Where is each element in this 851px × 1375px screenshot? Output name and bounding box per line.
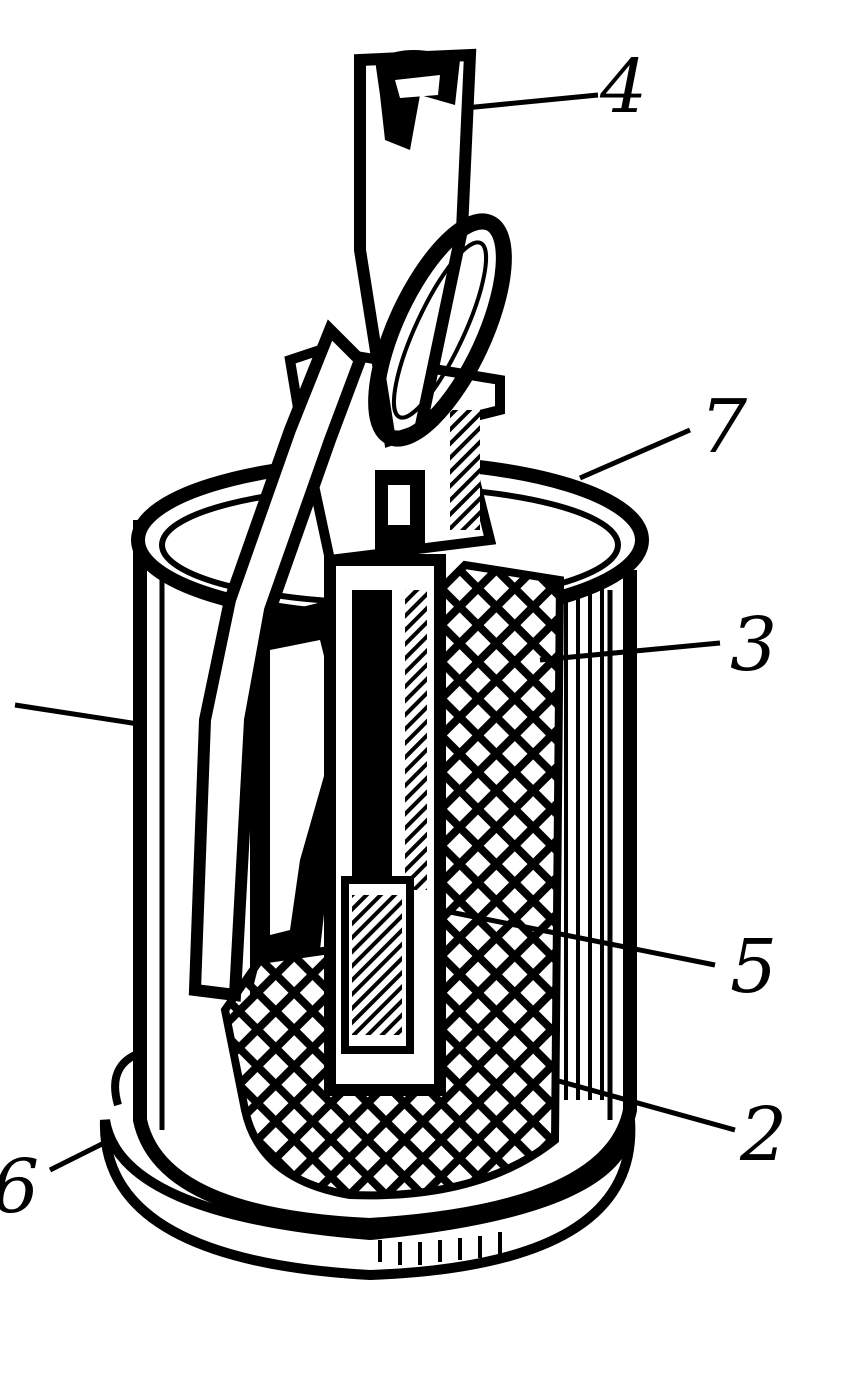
leader-2 <box>554 1077 736 1133</box>
leader-7 <box>579 427 691 481</box>
cutaway-void <box>270 640 340 935</box>
pull-ring <box>368 213 512 447</box>
callout-3: 3 <box>730 602 777 688</box>
callout-5: 5 <box>730 924 777 1010</box>
leader-1 <box>14 702 146 728</box>
leader-5 <box>439 907 716 968</box>
callout-6: 6 <box>0 1144 39 1230</box>
callout-7: 7 <box>700 384 747 470</box>
callout-2: 2 <box>739 1092 787 1178</box>
callout-4: 4 <box>599 44 647 130</box>
leader-lines <box>14 92 736 1173</box>
leader-4 <box>464 92 599 111</box>
leader-3 <box>539 640 721 663</box>
detonator-tube <box>324 554 446 1096</box>
leader-6 <box>48 1137 112 1173</box>
wall-section <box>560 580 605 1100</box>
explosive-charge <box>220 560 565 1200</box>
